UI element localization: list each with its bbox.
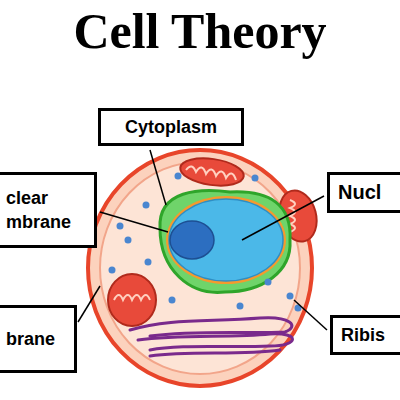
ribosomes [109, 173, 302, 312]
part-label: Nucl [338, 179, 396, 206]
cell-membrane [88, 150, 312, 386]
part-label: Cytoplasm [109, 115, 233, 139]
label-box: Cytoplasm [98, 108, 244, 146]
label-box: brane [0, 305, 77, 373]
leader-lines [78, 150, 327, 330]
part-label: brane [6, 327, 70, 351]
golgi-body [130, 318, 293, 356]
label-box: Ribis [330, 315, 400, 355]
nucleolus [170, 221, 214, 259]
part-label: Ribis [341, 323, 396, 347]
cytoplasm [100, 162, 300, 374]
label-box: Nucl [327, 172, 400, 213]
mitochondria [108, 155, 322, 326]
nuclear-envelope [160, 191, 290, 293]
part-label: clear mbrane [6, 186, 66, 235]
title: Cell Theory [0, 2, 400, 60]
label-box: clear mbrane [0, 172, 97, 248]
